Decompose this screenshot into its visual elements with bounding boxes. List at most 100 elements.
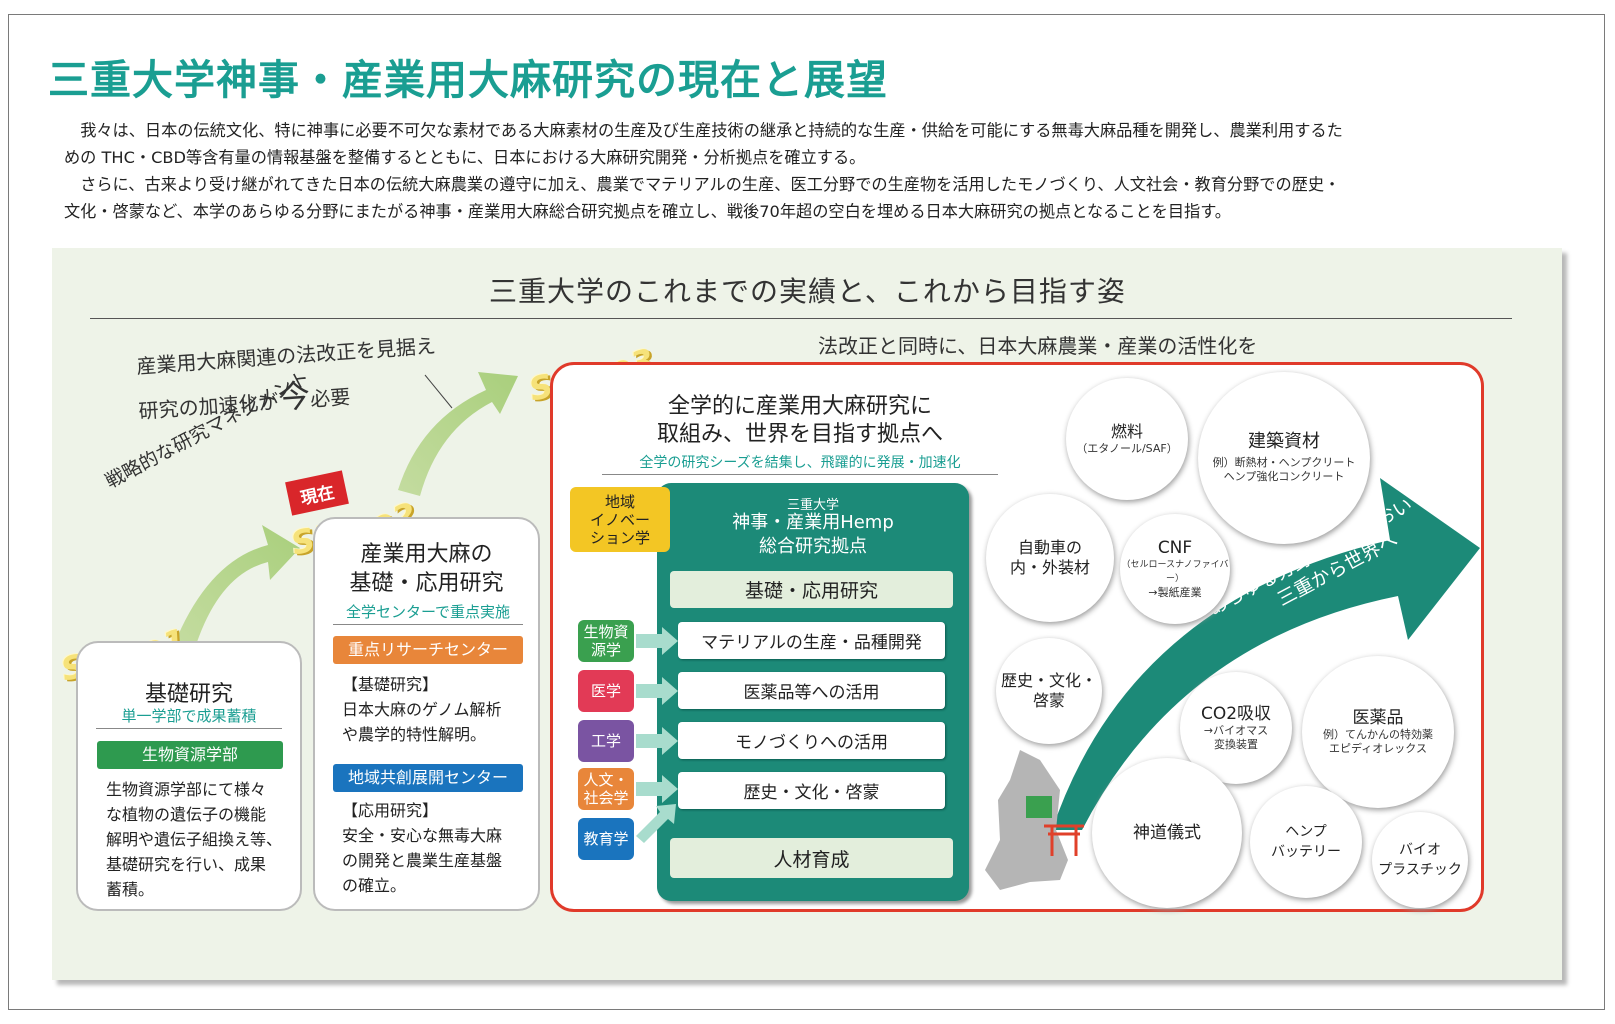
page-frame xyxy=(8,14,1605,1010)
circle-title: CNF xyxy=(1157,538,1193,558)
body-line: の開発と農業生産基盤 xyxy=(342,851,503,870)
stage1-title: 基礎研究 xyxy=(144,682,233,707)
stage1-pill: 生物資源学部 xyxy=(97,741,283,769)
bar-material: マテリアルの生産・品種開発 xyxy=(678,622,945,659)
hub-small-label: 三重大学 xyxy=(786,498,839,513)
stage3-title-line: 全学的に産業用大麻研究に xyxy=(667,394,932,419)
stage2-card xyxy=(313,517,540,911)
dept-medicine: 医学 xyxy=(578,670,634,712)
circle-sub: →製紙産業 xyxy=(1148,586,1202,599)
global-arrow xyxy=(1052,478,1480,830)
dept-arrow xyxy=(636,677,678,705)
stage2-body-regional: 【応用研究】 安全・安心な無毒大麻 の開発と農業生産基盤 の確立。 xyxy=(342,798,532,898)
hub-title-line: 総合研究拠点 xyxy=(759,536,867,557)
body-line: 日本大麻のゲノム解析 xyxy=(342,700,502,719)
circle-sub: 変換装置 xyxy=(1214,738,1258,751)
circle-title: 内・外装材 xyxy=(1009,558,1090,577)
stage1-body: 生物資源学部にて様々 な植物の遺伝子の機能 解明や遺伝子組換え等、 基礎研究を行… xyxy=(106,777,296,902)
body-line: の確立。 xyxy=(342,876,407,895)
panel-heading: 三重大学のこれまでの実績と、これから目指す姿 xyxy=(489,275,1126,308)
body-line: 蓄積。 xyxy=(106,880,155,899)
callout-line xyxy=(424,374,453,409)
circle-title: 神道儀式 xyxy=(1133,823,1201,843)
circle-title: バイオ xyxy=(1399,842,1441,858)
intro-line: 文化・啓蒙など、本学のあらゆる分野にまたがる神事・産業用大麻総合研究拠点を確立し… xyxy=(64,202,1231,221)
stage3-title: 全学的に産業用大麻研究に 取組み、世界を目指す拠点へ xyxy=(600,393,1000,449)
circle-sub: エピディオレックス xyxy=(1329,742,1427,755)
circle-hemp-battery: ヘンプ バッテリー xyxy=(1250,786,1362,898)
circle-title: 医薬品 xyxy=(1352,708,1404,728)
stage2-title-line: 基礎・応用研究 xyxy=(349,571,504,596)
intro-line: 我々は、日本の伝統文化、特に神事に必要不可欠な素材である大麻素材の生産及び生産技… xyxy=(80,121,1343,140)
bar-basic-research: 基礎・応用研究 xyxy=(670,571,953,608)
body-line: 安全・安心な無毒大麻 xyxy=(342,826,503,845)
stage2-pill-research: 重点リサーチセンター xyxy=(333,636,523,664)
circle-title: 自動車の xyxy=(1017,538,1082,557)
dept-arrow xyxy=(636,775,678,803)
dept-engineering: 工学 xyxy=(578,720,634,762)
stage3-header: 法改正と同時に、日本大麻農業・産業の活性化を xyxy=(818,334,1258,358)
dept-humanities: 人文・ 社会学 xyxy=(578,768,634,810)
divider xyxy=(90,318,1512,319)
circle-title: ヘンプ xyxy=(1285,824,1327,840)
bar-human-resources: 人材育成 xyxy=(670,838,953,878)
body-line: 解明や遺伝子組換え等、 xyxy=(106,830,283,849)
stage2-title: 産業用大麻の 基礎・応用研究 xyxy=(313,540,540,598)
body-line: な植物の遺伝子の機能 xyxy=(106,805,267,824)
circle-bioplastic: バイオ プラスチック xyxy=(1372,812,1468,908)
stage2-title-line: 産業用大麻の xyxy=(360,542,493,567)
intro-line: めの THC・CBD等含有量の情報基盤を整備するとともに、日本における大麻研究開… xyxy=(64,148,866,167)
circle-pharmaceuticals: 医薬品 例）てんかんの特効薬 エピディオレックス xyxy=(1302,656,1454,808)
circle-title: CO2吸収 xyxy=(1200,704,1272,724)
circle-history: 歴史・文化・ 啓蒙 xyxy=(996,638,1102,744)
circle-sub: （セルロースナノファイバー） xyxy=(1121,560,1229,584)
stage3-title-line: 取組み、世界を目指す拠点へ xyxy=(656,422,943,447)
dept-bioresources: 生物資 源学 xyxy=(578,620,634,662)
circle-title: 燃料 xyxy=(1110,422,1143,441)
circle-shinto: 神道儀式 xyxy=(1092,758,1242,908)
circle-building-materials: 建築資材 例）断熱材・ヘンプクリート ヘンプ強化コンクリート xyxy=(1198,372,1370,544)
circle-sub: （エタノール/SAF） xyxy=(1076,442,1178,455)
circle-sub: 例）てんかんの特効薬 xyxy=(1323,728,1433,741)
intro-text: 我々は、日本の伝統文化、特に神事に必要不可欠な素材である大麻素材の生産及び生産技… xyxy=(64,117,1544,225)
circle-fuel: 燃料 （エタノール/SAF） xyxy=(1066,378,1188,500)
intro-paragraph-2: さらに、古来より受け継がれてきた日本の伝統大麻農業の遵守に加え、農業でマテリアル… xyxy=(64,171,1544,198)
circle-title: 建築資材 xyxy=(1248,431,1320,452)
bar-medicine: 医薬品等への活用 xyxy=(678,672,945,709)
circle-sub: →バイオマス xyxy=(1203,724,1269,737)
intro-line: さらに、古来より受け継がれてきた日本の伝統大麻農業の遵守に加え、農業でマテリアル… xyxy=(80,175,1341,194)
circle-title: 歴史・文化・ xyxy=(1000,671,1097,690)
stage2-body-research: 【基礎研究】 日本大麻のゲノム解析 や農学的特性解明。 xyxy=(342,672,532,747)
body-line: 【応用研究】 xyxy=(342,801,439,820)
dept-arrow xyxy=(636,727,678,755)
circle-title: バッテリー xyxy=(1271,844,1341,860)
circle-sub: ヘンプ強化コンクリート xyxy=(1223,470,1345,483)
bar-history: 歴史・文化・啓蒙 xyxy=(678,772,945,809)
dept-arrow xyxy=(636,627,678,655)
body-line: 【基礎研究】 xyxy=(342,675,439,694)
stage2-subtitle: 全学センターで重点実施 xyxy=(333,601,523,625)
circle-sub: 例）断熱材・ヘンプクリート xyxy=(1212,456,1356,469)
hub-title: 神事・産業用Hemp 総合研究拠点 xyxy=(657,511,969,559)
circle-cnf: CNF （セルロースナノファイバー） →製紙産業 xyxy=(1120,514,1230,624)
page-title: 三重大学神事・産業用大麻研究の現在と展望 xyxy=(48,56,888,104)
map-highlight xyxy=(1026,796,1052,818)
mie-map xyxy=(985,750,1068,890)
circle-title: プラスチック xyxy=(1378,862,1462,878)
stage1-card xyxy=(76,641,302,911)
stage1-subtitle: 単一学部で成果蓄積 xyxy=(96,705,282,729)
dept-arrow xyxy=(636,804,676,843)
body-line: 基礎研究を行い、成果 xyxy=(106,855,267,874)
torii-gate xyxy=(1044,824,1084,856)
circle-automotive: 自動車の 内・外装材 xyxy=(986,494,1114,622)
stage2-pill-regional: 地域共創展開センター xyxy=(333,764,523,792)
body-line: や農学的特性解明。 xyxy=(342,725,487,744)
arrow-stage2-to-3 xyxy=(398,372,518,496)
bar-making: モノづくりへの活用 xyxy=(678,722,945,759)
body-line: 生物資源学部にて様々 xyxy=(106,780,267,799)
hub-title-line: 神事・産業用Hemp xyxy=(732,512,894,533)
arrow-stage1-to-2 xyxy=(176,525,300,645)
intro-paragraph-1: 我々は、日本の伝統文化、特に神事に必要不可欠な素材である大麻素材の生産及び生産技… xyxy=(64,117,1544,144)
dept-regional-innovation: 地域 イノベー ション学 xyxy=(570,487,670,552)
